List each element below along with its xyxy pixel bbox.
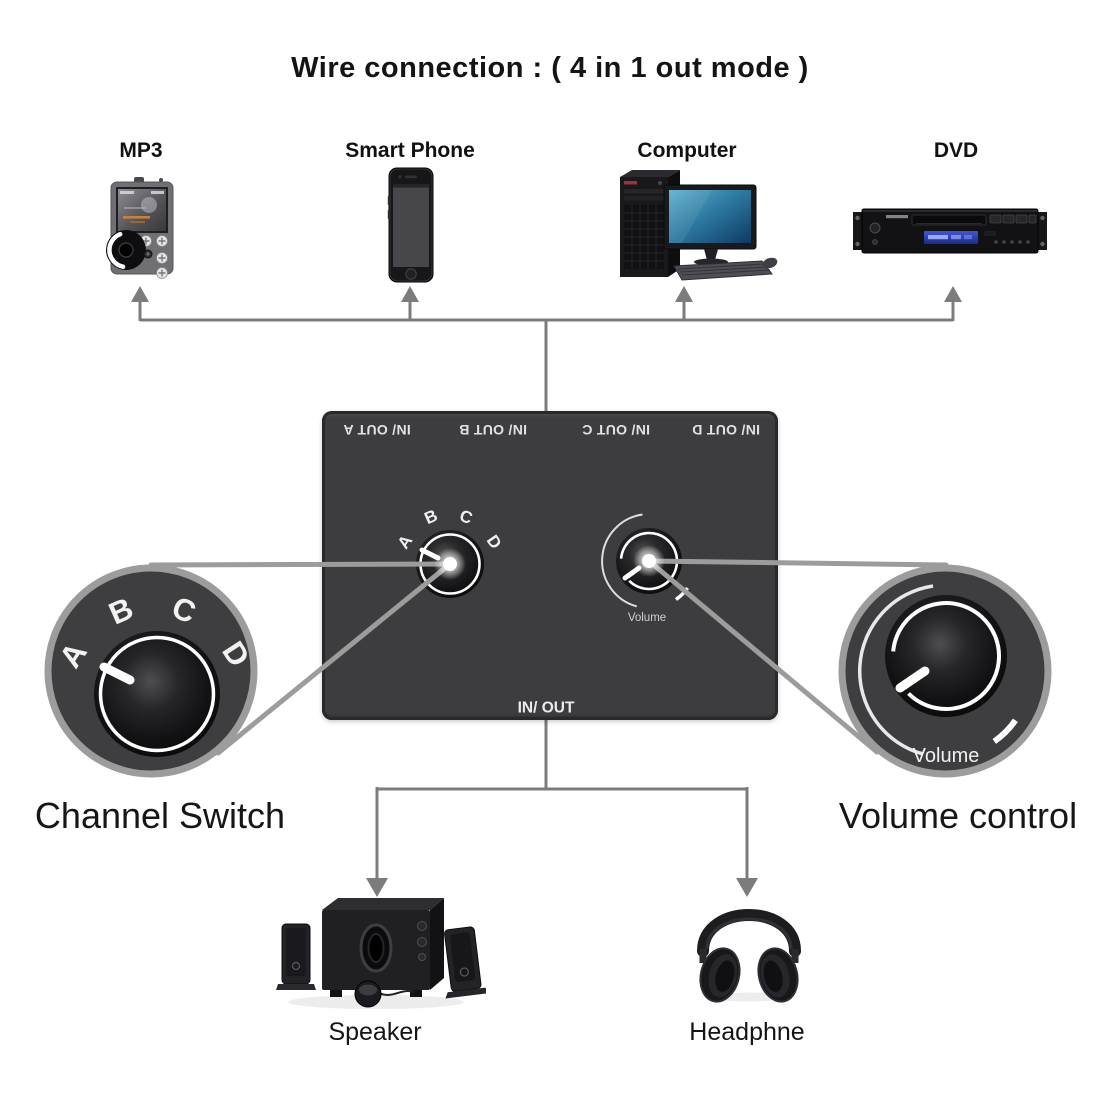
- mp3-player-icon: [106, 177, 174, 279]
- channel-knob-letter-c: C: [457, 506, 475, 528]
- volume-control-callout-circle: Volume: [838, 564, 1052, 778]
- dvd-player-icon: [853, 208, 1047, 254]
- speaker-icon: [276, 898, 486, 1009]
- device-label-smart-phone: Smart Phone: [345, 139, 475, 162]
- callout-channel-indicator: [99, 662, 135, 685]
- device-label-computer: Computer: [637, 139, 737, 162]
- dvd-disc-tray: [911, 214, 987, 226]
- headband: [697, 909, 801, 957]
- arrow-up-icon: [131, 286, 149, 302]
- dvd-power-button: [869, 222, 881, 234]
- left-ear-cup: [699, 947, 741, 1003]
- smartphone-icon: [387, 167, 434, 283]
- channel-knob-indicator: [419, 547, 441, 561]
- caption-volume-control: Volume control: [838, 795, 1078, 836]
- phone-home-button: [405, 268, 417, 280]
- arrow-up-icon: [675, 286, 693, 302]
- arrow-up-icon: [944, 286, 962, 302]
- device-label-speaker: Speaker: [328, 1018, 422, 1046]
- callout-volume-knob-label: Volume: [913, 745, 980, 767]
- top-connector-tree: [138, 300, 955, 414]
- arrow-up-icon: [401, 286, 419, 302]
- mp3-buttons: [140, 235, 168, 279]
- caption-channel-switch: Channel Switch: [34, 795, 286, 836]
- arrow-down-icons: [366, 878, 758, 897]
- right-satellite-speaker: [444, 926, 486, 999]
- desktop-computer-icon: [620, 170, 778, 281]
- arrow-down-icon: [736, 878, 758, 897]
- bottom-connector-tree: [375, 718, 749, 880]
- device-label-headphone: Headphne: [689, 1018, 805, 1046]
- callout-tangent-lines: [148, 558, 949, 756]
- page-title: Wire connection : ( 4 in 1 out mode ): [291, 52, 809, 84]
- volume-knob-label: Volume: [628, 612, 666, 624]
- device-label-dvd: DVD: [933, 139, 979, 162]
- arrow-up-icons: [131, 286, 962, 302]
- headphones-icon: [697, 909, 801, 1003]
- box-bottom-label: IN/ OUT: [518, 700, 575, 717]
- right-ear-cup: [757, 947, 799, 1003]
- mouse: [762, 257, 778, 269]
- channel-switch-callout-circle: A B C D: [44, 564, 258, 778]
- device-label-mp3: MP3: [119, 139, 163, 162]
- keyboard: [673, 260, 773, 281]
- left-satellite-speaker: [276, 923, 316, 990]
- arrow-down-icon: [366, 878, 388, 897]
- monitor-screen: [669, 190, 751, 243]
- callout-volume-indicator: [895, 666, 930, 693]
